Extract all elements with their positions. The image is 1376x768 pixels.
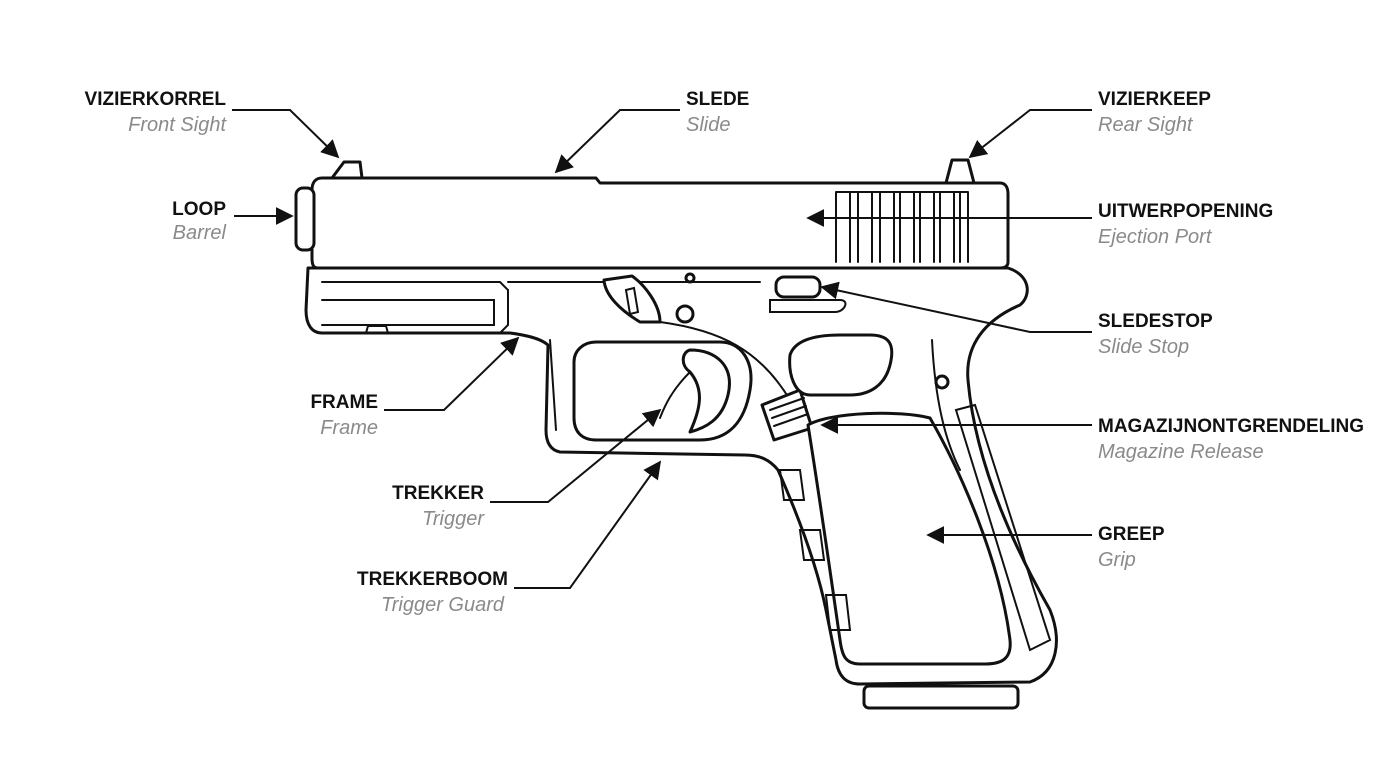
label-en: Rear Sight: [1098, 114, 1194, 136]
slide-serrations: [835, 191, 969, 263]
label-slide-stop: SLEDESTOP Slide Stop: [1098, 311, 1213, 358]
label-nl: GREEP: [1098, 524, 1165, 545]
label-grip: GREEP Grip: [1098, 524, 1165, 571]
trigger-shape: [681, 348, 731, 434]
label-trigger-guard: TREKKERBOOM Trigger Guard: [357, 569, 508, 616]
label-en: Frame: [320, 417, 378, 439]
takedown-lever: [602, 274, 662, 324]
pistol-illustration: [294, 158, 1058, 710]
label-en: Grip: [1098, 549, 1136, 571]
label-nl: UITWERPOPENING: [1098, 201, 1273, 222]
label-front-sight: VIZIERKORREL Front Sight: [85, 89, 228, 136]
label-en: Slide: [686, 114, 730, 136]
label-slide: SLEDE Slide: [686, 89, 749, 136]
label-barrel: LOOP Barrel: [172, 199, 226, 244]
pin-small: [684, 272, 696, 284]
slide-stop-lever: [774, 275, 822, 299]
label-nl: VIZIERKEEP: [1098, 89, 1211, 110]
magazine-baseplate: [862, 684, 1020, 710]
label-trigger: TREKKER Trigger: [392, 483, 485, 530]
grip-backstrap-line: [931, 339, 961, 471]
label-en: Magazine Release: [1098, 441, 1264, 463]
label-rear-sight: VIZIERKEEP Rear Sight: [1098, 89, 1211, 136]
slide-outline: [310, 176, 1010, 270]
rear-sight-shape: [944, 158, 976, 185]
label-nl: FRAME: [310, 392, 378, 413]
label-en: Trigger: [422, 508, 485, 530]
label-nl: SLEDESTOP: [1098, 311, 1213, 332]
magazine-release-texture: [769, 397, 809, 427]
barrel-shape: [294, 186, 316, 252]
leader-lines: [232, 109, 1092, 589]
grip-texture: [549, 339, 1052, 652]
grip-panel: [806, 411, 1012, 666]
label-ejection-port: UITWERPOPENING Ejection Port: [1098, 201, 1273, 248]
label-nl: SLEDE: [686, 89, 749, 110]
label-nl: MAGAZIJNONTGRENDELING: [1098, 416, 1364, 437]
label-magazine-release: MAGAZIJNONTGRENDELING Magazine Release: [1098, 416, 1364, 463]
label-nl: TREKKERBOOM: [357, 569, 508, 590]
label-en: Front Sight: [128, 114, 227, 136]
label-nl: TREKKER: [392, 483, 484, 504]
label-en: Ejection Port: [1098, 226, 1213, 248]
takedown-lever-grip: [624, 286, 640, 316]
label-frame: FRAME Frame: [310, 392, 378, 439]
label-en: Barrel: [173, 222, 227, 244]
rail-notch: [365, 325, 389, 334]
label-nl: LOOP: [172, 199, 226, 220]
grip-pin: [934, 374, 950, 390]
rail: [321, 281, 509, 334]
label-en: Slide Stop: [1098, 336, 1189, 358]
grip-thumb-rest: [788, 333, 894, 397]
pin: [675, 304, 695, 324]
label-en: Trigger Guard: [381, 594, 505, 616]
label-nl: VIZIERKORREL: [85, 89, 227, 110]
front-sight-shape: [330, 160, 364, 180]
